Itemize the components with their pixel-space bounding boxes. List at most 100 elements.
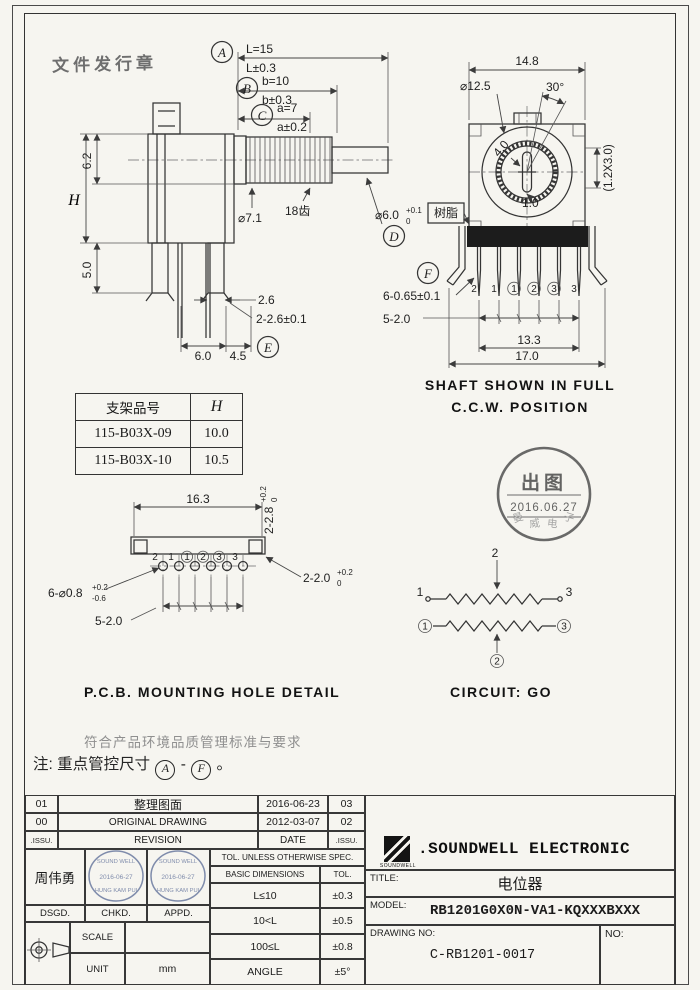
- dim-pcb-width: 16.3: [186, 492, 210, 506]
- drawing-no-cell: DRAWING NO: C-RB1201-0017: [365, 925, 600, 985]
- pin-number: 1: [491, 284, 497, 295]
- quality-note: 符合产品环境品质管理标准与要求: [84, 735, 302, 750]
- rev-header-issu: .ISSU.: [25, 831, 58, 849]
- bracket-table-header-part: 支架品号: [75, 393, 191, 421]
- dim-L: L=15: [246, 42, 273, 56]
- balloon-F: [416, 261, 440, 285]
- circuit-gang2-terminal-3: 3: [561, 622, 567, 633]
- balloon-A: [210, 40, 234, 64]
- release-stamp-arc-char: 威: [529, 516, 541, 530]
- tolerance-header: TOL. UNLESS OTHERWISE SPEC.: [210, 849, 365, 866]
- title-value: 电位器: [497, 876, 543, 893]
- rev1-date: 2016-06-23: [258, 795, 328, 813]
- dim-b: b=10: [262, 74, 289, 88]
- tolerance-range: 100≤L: [210, 934, 320, 959]
- pcb-pin-number: 2: [200, 552, 206, 563]
- dim-span-legs: 17.0: [515, 349, 539, 363]
- balloon-E: [256, 335, 280, 359]
- dim-a: a=7: [277, 101, 298, 115]
- dim-6-2: 6.2: [80, 152, 94, 169]
- control-note-balloon-f: F: [191, 760, 212, 780]
- scale-label: SCALE: [70, 922, 125, 953]
- rev-header-issu2: .ISSU.: [328, 831, 365, 849]
- approval-stamp-company: SOUND WELL: [97, 859, 136, 865]
- control-note-text: 注: 重点管控尺寸: [33, 756, 151, 773]
- circuit-gang2-terminal-1: 1: [422, 622, 428, 633]
- dim-b-tol: b±0.3: [262, 93, 292, 107]
- title-label: TITLE:: [370, 873, 399, 884]
- circuit-gang2-terminal-2: 2: [494, 657, 500, 668]
- tolerance-range: 10<L: [210, 908, 320, 934]
- pcb-pin-number: 2: [152, 552, 158, 563]
- dim-L-tol: L±0.3: [246, 61, 276, 75]
- approval-stamp-company: SOUND WELL: [159, 859, 198, 865]
- rev2-desc: ORIGINAL DRAWING: [58, 813, 258, 831]
- rev1-desc: 整理图面: [58, 795, 258, 813]
- dim-slots: 2-2.0: [303, 571, 331, 585]
- approver-signature-cell: [147, 849, 210, 905]
- approval-stamp-date: 2016-06-27: [99, 874, 133, 881]
- rev2-issu2: 02: [328, 813, 365, 831]
- pin-number: 1: [511, 284, 517, 295]
- knurl-teeth: [249, 137, 331, 183]
- no-label: NO:: [605, 928, 624, 940]
- release-stamp-date: 2016.06.27: [510, 502, 578, 514]
- dim-holes-dn: -0.6: [92, 594, 106, 603]
- unit-label: UNIT: [70, 953, 125, 985]
- circuit-diagram: 2 1 3 1 3 2 CIRCUIT: GO: [417, 546, 573, 700]
- resin-label: 树脂: [434, 205, 458, 220]
- bracket-table-header-row: 支架品号 H: [75, 393, 243, 421]
- drawing-no-value: C-RB1201-0017: [429, 947, 536, 963]
- dim-rotor-dia: ⌀12.5: [460, 79, 491, 93]
- rev2-date: 2012-03-07: [258, 813, 328, 831]
- dim-pin-pitch: 5-2.0: [383, 312, 411, 326]
- drawing-no-label: DRAWING NO:: [370, 928, 436, 939]
- balloon-C: [250, 103, 274, 127]
- circuit-terminal-3: 3: [566, 585, 573, 599]
- balloon-B: [235, 76, 259, 100]
- release-stamp: 出图 2016.06.27 曼 威 电 子: [496, 446, 592, 542]
- checker-signature-cell: [85, 849, 147, 905]
- rev1-issu: 01: [25, 795, 58, 813]
- soundwell-logo: [384, 836, 410, 862]
- circuit-caption: CIRCUIT: GO: [450, 684, 552, 700]
- shaft-caption-line1: SHAFT SHOWN IN FULL: [425, 377, 615, 393]
- projection-symbol-cell: [25, 922, 70, 985]
- knurl-teeth-count: 18齿: [285, 204, 310, 218]
- dim-holes-up: +0.2: [92, 583, 108, 592]
- approval-stamp-2: SOUND WELL 2016-06-27 HUNG KAM PUI: [150, 850, 206, 902]
- pcb-pin-number: 3: [232, 552, 238, 563]
- release-stamp-arc-char: 电: [546, 517, 558, 531]
- dim-H: H: [67, 192, 81, 209]
- dim-5-0: 5.0: [80, 261, 94, 278]
- bracket-table-header-h: H: [190, 393, 243, 421]
- bracket-table-row: 115-B03X-09 10.0: [75, 420, 243, 448]
- pcb-mounting-detail: 2 1 1 2 3 3 16.3 2-2.8 +0.2 0 2-2.0 +0.2…: [48, 486, 353, 700]
- model-row: MODEL: RB1201G0X0N-VA1-KQXXXBXXX: [365, 897, 675, 925]
- front-view: 30° 14.8 ⌀12.5 4.0 1.0 (1.2X3.0) 树脂: [383, 54, 615, 415]
- tolerance-range: ANGLE: [210, 959, 320, 985]
- balloon-D-letter: D: [388, 229, 399, 244]
- dim-span-pins: 13.3: [517, 333, 541, 347]
- approval-stamp-date: 2016-06-27: [161, 874, 195, 881]
- pin-number: 2: [531, 284, 537, 295]
- bracket-part-number: 115-B03X-10: [75, 447, 191, 475]
- tolerance-range: L≤10: [210, 883, 320, 908]
- pcb-pin-number: 3: [216, 552, 222, 563]
- balloon-E-letter: E: [263, 340, 272, 355]
- pin-number: 2: [471, 284, 477, 295]
- pcb-pin-number: 1: [168, 552, 174, 563]
- pin-number: 3: [571, 284, 577, 295]
- pcb-pin-number: 1: [184, 552, 190, 563]
- control-note-end: 。: [216, 756, 233, 773]
- scale-value-cell: [125, 922, 210, 953]
- rev1-issu2: 03: [328, 795, 365, 813]
- control-note-balloon-a: A: [155, 760, 176, 780]
- circuit-terminal-1: 1: [417, 585, 424, 599]
- tolerance-value: ±5°: [320, 959, 365, 985]
- balloon-B-letter: B: [243, 81, 251, 96]
- release-stamp-arc-char: 曼: [511, 511, 525, 526]
- dim-hole-pitch: 5-2.0: [95, 614, 123, 628]
